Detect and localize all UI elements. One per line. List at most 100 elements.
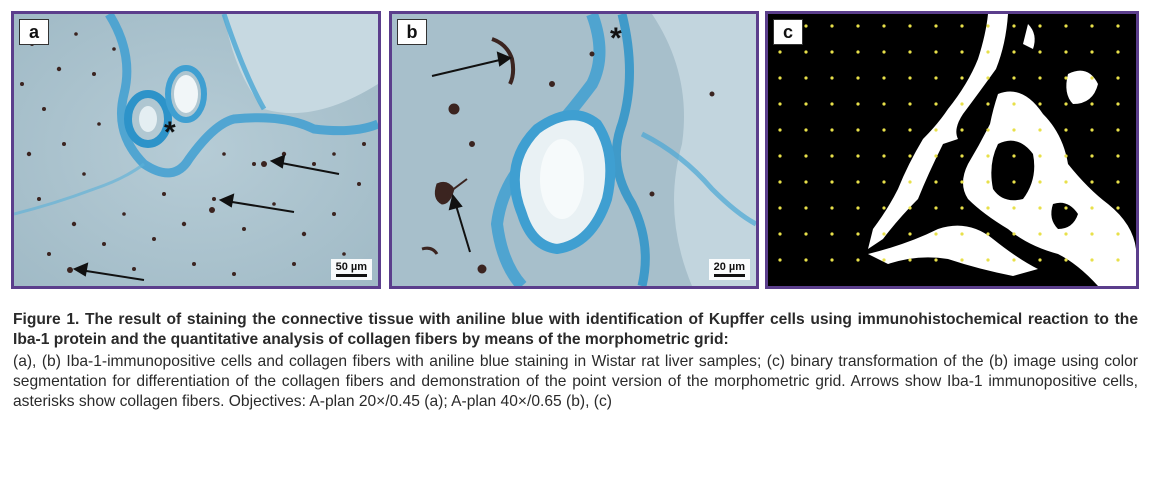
panel-label-b: b <box>397 19 427 45</box>
grid-dot <box>908 128 912 132</box>
grid-dot <box>830 50 834 54</box>
grid-dot <box>960 232 964 236</box>
grid-dot <box>1064 76 1068 80</box>
grid-dot <box>1038 180 1042 184</box>
grid-dot <box>1038 128 1042 132</box>
asterisk-marker-b: * <box>610 22 622 55</box>
grid-dot <box>778 50 782 54</box>
grid-dot <box>1116 128 1120 132</box>
grid-dot <box>934 180 938 184</box>
grid-dot <box>1116 154 1120 158</box>
grid-dot <box>856 76 860 80</box>
grid-dot <box>934 206 938 210</box>
grid-dot <box>1090 50 1094 54</box>
grid-dot <box>804 76 808 80</box>
grid-dot <box>960 154 964 158</box>
scale-text-a: 50 µm <box>335 261 367 273</box>
micrograph-a-image <box>14 14 378 286</box>
grid-dot <box>1090 154 1094 158</box>
binary-image-c <box>768 14 1136 286</box>
grid-dot <box>1116 24 1120 28</box>
grid-dot <box>830 206 834 210</box>
grid-dot <box>856 128 860 132</box>
scale-line-c <box>1093 274 1125 277</box>
grid-dot <box>804 128 808 132</box>
grid-dot <box>830 154 834 158</box>
morphometric-grid <box>778 24 1120 262</box>
caption-title: Figure 1. The result of staining the con… <box>13 311 1138 348</box>
segmentation-gaps <box>991 140 1078 229</box>
grid-dot <box>778 232 782 236</box>
grid-dot <box>804 24 808 28</box>
grid-dot <box>1038 76 1042 80</box>
grid-dot <box>908 24 912 28</box>
grid-dot <box>1038 206 1042 210</box>
grid-dot <box>830 232 834 236</box>
grid-dot <box>830 128 834 132</box>
grid-dot <box>778 180 782 184</box>
grid-dot <box>934 128 938 132</box>
scale-bar-b: 20 µm <box>708 259 750 280</box>
grid-dot <box>856 258 860 262</box>
grid-dot <box>1012 102 1016 106</box>
grid-dot <box>960 180 964 184</box>
grid-dot <box>856 24 860 28</box>
grid-dot <box>986 128 990 132</box>
grid-dot <box>908 76 912 80</box>
kupffer-cells-a <box>20 32 366 276</box>
grid-dot <box>1012 180 1016 184</box>
arrows-b <box>431 51 513 253</box>
grid-dot <box>882 128 886 132</box>
grid-dot <box>986 24 990 28</box>
grid-dot <box>1038 258 1042 262</box>
grid-dot <box>986 232 990 236</box>
grid-dot <box>960 76 964 80</box>
grid-dot <box>1090 128 1094 132</box>
grid-dot <box>1064 128 1068 132</box>
grid-dot <box>986 154 990 158</box>
grid-dot <box>1116 180 1120 184</box>
grid-dot <box>1038 232 1042 236</box>
grid-dot <box>1064 24 1068 28</box>
grid-dot <box>908 102 912 106</box>
grid-dot <box>986 180 990 184</box>
grid-dot <box>882 24 886 28</box>
grid-dot <box>1090 258 1094 262</box>
micrograph-b-image <box>392 14 756 286</box>
grid-dot <box>1090 102 1094 106</box>
grid-dot <box>934 76 938 80</box>
grid-dot <box>1090 76 1094 80</box>
micrograph-panel-b: b * 20 µm <box>389 11 759 289</box>
grid-dot <box>908 154 912 158</box>
grid-dot <box>1012 24 1016 28</box>
grid-dot <box>856 180 860 184</box>
grid-dot <box>960 24 964 28</box>
grid-dot <box>778 258 782 262</box>
grid-dot <box>1090 206 1094 210</box>
grid-dot <box>778 206 782 210</box>
caption-body: (a), (b) Iba-1-immunopositive cells and … <box>13 353 1138 410</box>
kupffer-cells-b <box>421 37 715 274</box>
grid-dot <box>1012 206 1016 210</box>
grid-dot <box>1012 232 1016 236</box>
grid-dot <box>1038 102 1042 106</box>
grid-dot <box>986 76 990 80</box>
grid-dot <box>882 154 886 158</box>
grid-dot <box>1064 206 1068 210</box>
grid-dot <box>960 102 964 106</box>
micrograph-panel-a: a * 50 µm <box>11 11 381 289</box>
grid-dot <box>1090 180 1094 184</box>
grid-dot <box>986 206 990 210</box>
grid-dot <box>804 258 808 262</box>
grid-dot <box>804 232 808 236</box>
scale-text-b: 20 µm <box>713 261 745 273</box>
grid-dot <box>960 50 964 54</box>
grid-dot <box>908 258 912 262</box>
grid-dot <box>856 232 860 236</box>
grid-dot <box>882 180 886 184</box>
grid-dot <box>882 76 886 80</box>
grid-dot <box>1012 154 1016 158</box>
grid-dot <box>960 258 964 262</box>
grid-dot <box>1012 50 1016 54</box>
asterisk-marker-a: * <box>164 116 176 149</box>
